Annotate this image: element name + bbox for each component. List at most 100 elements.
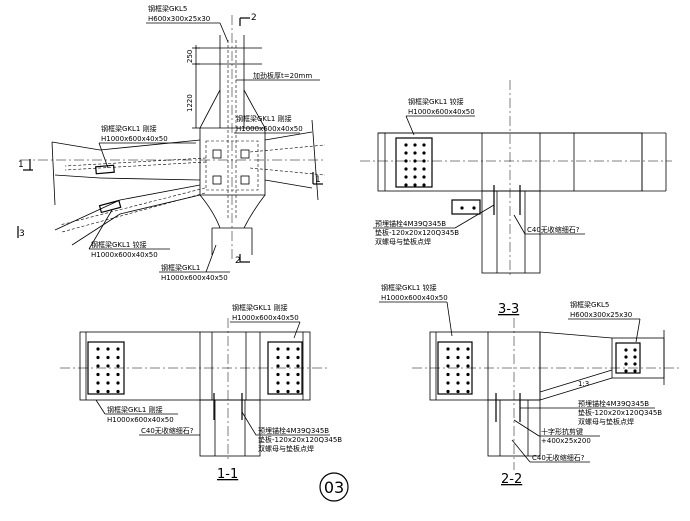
bolt-hole <box>460 206 464 210</box>
bolt-hole <box>276 389 280 394</box>
bolt-hole <box>96 364 100 368</box>
bolt-groups <box>96 143 637 394</box>
plan-right-beam-spec: H1000x600x40x50 <box>236 125 303 133</box>
bolt-hole <box>404 175 408 179</box>
s11-title: 1-1 <box>217 467 238 482</box>
bolt-hole <box>624 355 628 359</box>
bolt-hole <box>96 372 100 377</box>
section-1-1: 钢框梁GKL1 刚接 H1000x600x40x50 钢框梁GKL1 刚接 H1… <box>60 303 342 482</box>
bolt-hole <box>413 167 417 171</box>
s33-beam-spec: H1000x600x40x50 <box>408 108 475 116</box>
bolt-hole <box>446 389 450 394</box>
bolt-hole <box>404 151 408 155</box>
bolt-hole <box>422 151 426 155</box>
plan-cut-marks: 1 1 2 2 3 <box>17 13 323 266</box>
bolt-hole <box>296 364 300 368</box>
s22-anchor-note-2: 垫板-120x20x120Q345B <box>578 408 662 417</box>
bolt-hole <box>624 369 628 373</box>
s11-top-beam-spec: H1000x600x40x50 <box>232 314 299 322</box>
bolt-hole <box>106 364 110 368</box>
bolt-hole <box>276 347 280 351</box>
bolt-hole <box>413 183 417 187</box>
bolt-hole <box>466 347 470 351</box>
s33-anchor-note-2: 垫板-120x20x120Q345B <box>375 228 459 237</box>
plan-left-bottom-name: 钢框梁GKL1 铰接 <box>91 240 147 249</box>
bolt-hole <box>286 389 290 394</box>
bolt-hole <box>286 372 290 377</box>
s11-bottom-beam-name: 钢框梁GKL1 刚接 <box>107 405 163 414</box>
bolt-hole <box>286 381 290 385</box>
bolt-hole <box>116 381 120 385</box>
s22-left-beam-name: 钢框梁GKL1 铰接 <box>381 283 437 292</box>
plan-bottom-beam-spec: H1000x600x40x50 <box>161 274 228 282</box>
section-2-2: 钢框梁GKL1 铰接 H1000x600x40x50 钢框梁GKL5 H600x… <box>379 283 680 487</box>
bolt-hole <box>404 167 408 171</box>
bolt-hole <box>296 372 300 377</box>
plan-beam-left-lower <box>54 184 206 246</box>
bolt-hole <box>106 372 110 377</box>
bolt-hole <box>413 159 417 163</box>
bolt-hole <box>624 362 628 366</box>
bolt-hole <box>286 364 290 368</box>
bolt-hole <box>446 355 450 360</box>
cut-mark-1-left: 1 <box>18 160 24 170</box>
sheet-number: 03 <box>324 478 344 497</box>
s11-anchor-note-2: 垫板-120x20x120Q345B <box>258 435 342 444</box>
s22-anchor-note-3: 双螺母与垫板点焊 <box>578 417 634 426</box>
bolt-hole <box>456 347 460 351</box>
bolt-hole <box>106 355 110 360</box>
dim-250: 250 <box>186 50 194 63</box>
bolt-hole <box>472 206 476 210</box>
bolt-hole <box>106 347 110 351</box>
plan-stiffener-note: 加劲板厚t=20mm <box>253 71 312 80</box>
bolt-hole <box>106 381 110 385</box>
bolt-hole <box>286 347 290 351</box>
bolt-hole <box>633 355 637 359</box>
s22-right-beam-name: 钢框梁GKL5 <box>570 300 609 309</box>
cut-mark-2-top: 2 <box>251 13 257 23</box>
plan-beam-bottom <box>211 227 253 255</box>
bolt-hole <box>413 143 417 147</box>
s11-anchor-note-1: 预埋锚栓4M39Q345B <box>258 426 329 435</box>
bolt-hole <box>633 369 637 373</box>
bolt-hole <box>422 159 426 163</box>
plan-dimensions: 250 1220 <box>186 45 200 129</box>
plan-left-top-spec: H1000x600x40x50 <box>101 135 168 143</box>
bolt-hole <box>276 381 280 385</box>
bolt-hole <box>446 381 450 385</box>
bolt-hole <box>466 364 470 368</box>
bolt-hole <box>466 355 470 360</box>
plan-bottom-beam-name: 钢框梁GKL1 <box>161 263 200 272</box>
bolt-hole <box>96 355 100 360</box>
bolt-hole <box>456 355 460 360</box>
bolt-hole <box>633 348 637 352</box>
plan-left-top-name: 钢框梁GKL1 刚接 <box>101 124 157 133</box>
bolt-hole <box>276 372 280 377</box>
plan-column <box>199 89 266 229</box>
bolt-hole <box>296 347 300 351</box>
bolt-hole <box>413 151 417 155</box>
plan-top-beam-spec: H600x300x25x30 <box>148 15 210 23</box>
bolt-hole <box>446 364 450 368</box>
bolt-hole <box>116 372 120 377</box>
s33-beam-name: 钢框梁GKL1 铰接 <box>408 97 464 106</box>
plan-labels: 钢框梁GKL5 H600x300x25x30 加劲板厚t=20mm 钢框梁GKL… <box>88 4 320 282</box>
bolt-hole <box>466 372 470 377</box>
bolt-hole <box>296 389 300 394</box>
bolt-hole <box>446 372 450 377</box>
bolt-hole <box>404 143 408 147</box>
bolt-hole <box>456 381 460 385</box>
s11-anchor-note-3: 双螺母与垫板点焊 <box>258 444 314 453</box>
s33-concrete-note: C40无收缩细石? <box>527 225 580 234</box>
bolt-hole <box>404 183 408 187</box>
section-3-3: 钢框梁GKL1 铰接 H1000x600x40x50 预埋锚栓4M39Q345B… <box>360 80 672 317</box>
bolt-hole <box>422 183 426 187</box>
s22-slope: 1:3 <box>578 380 589 388</box>
bolt-hole <box>624 348 628 352</box>
s22-left-beam-spec: H1000x600x40x50 <box>381 294 448 302</box>
bolt-hole <box>296 355 300 360</box>
plan-top-beam-name: 钢框梁GKL5 <box>148 4 187 13</box>
dim-1220: 1220 <box>186 94 194 112</box>
bolt-hole <box>466 381 470 385</box>
bolt-hole <box>96 381 100 385</box>
